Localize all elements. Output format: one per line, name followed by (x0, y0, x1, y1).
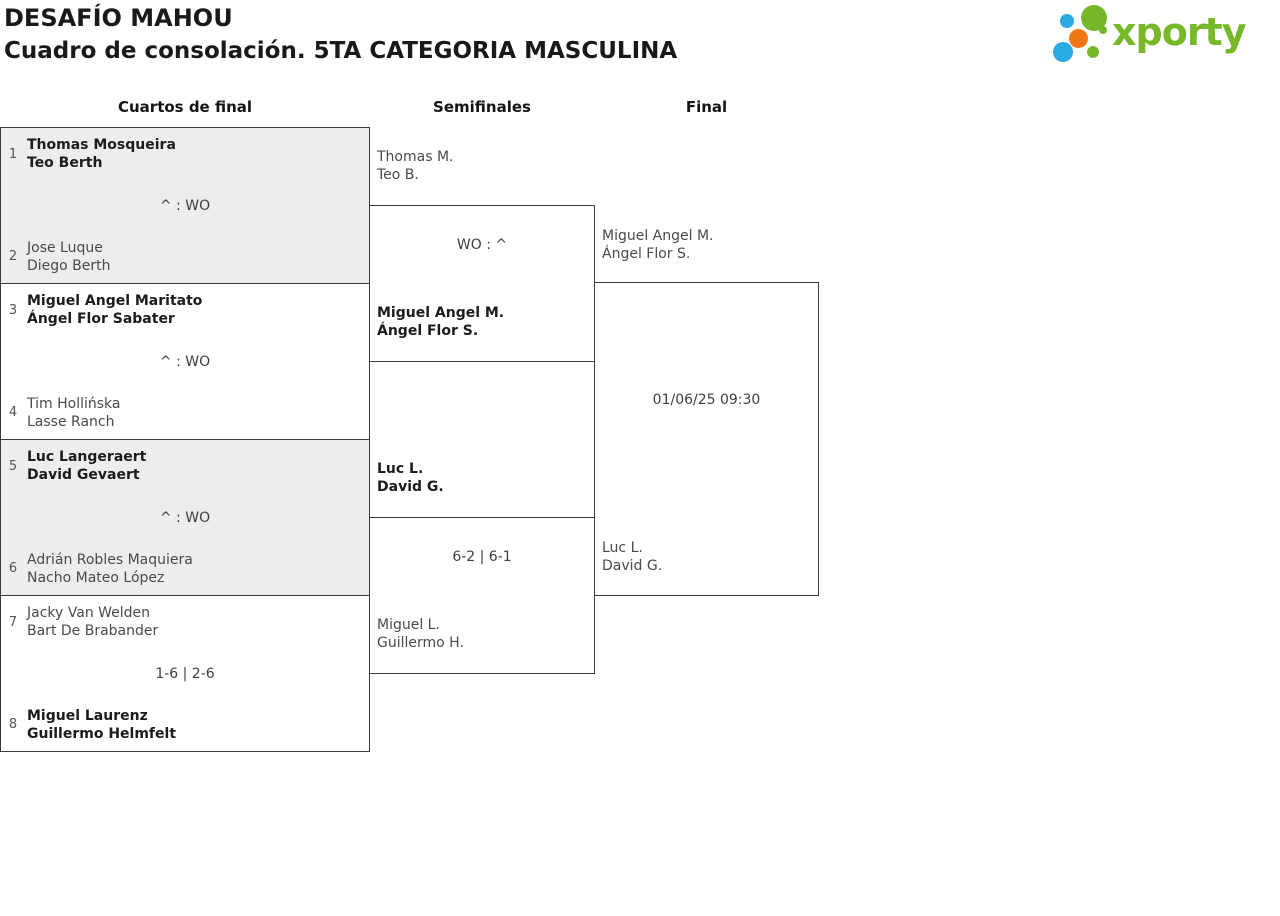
player-name: Adrián Robles Maquiera (27, 552, 193, 568)
seed-number: 7 (8, 615, 18, 630)
qf1-team-top: Thomas Mosqueira Teo Berth (27, 136, 176, 172)
logo-dot-orange (1069, 29, 1088, 48)
player-name: Miguel Laurenz (27, 708, 148, 724)
player-name: Jacky Van Welden (27, 605, 151, 621)
round-header-quarterfinals: Cuartos de final (117, 98, 253, 116)
player-name: Jose Luque (27, 240, 103, 256)
seed-number: 4 (8, 405, 18, 420)
seed-number: 3 (8, 303, 18, 318)
player-name: Tim Hollińska (27, 396, 121, 412)
sf2-team-top: Luc L. David G. (377, 460, 444, 496)
player-name: Miguel Angel Maritato (27, 293, 203, 309)
qf4-team-top: Jacky Van Welden Bart De Brabander (27, 604, 158, 640)
sf1-team-bottom: Miguel Angel M. Ángel Flor S. (377, 304, 504, 340)
qf-match-3-box (0, 439, 370, 596)
qf2-team-top: Miguel Angel Maritato Ángel Flor Sabater (27, 292, 202, 328)
tournament-title: DESAFÍO MAHOU (4, 4, 233, 32)
player-name: David Gevaert (27, 467, 140, 483)
final-team-top: Miguel Angel M. Ángel Flor S. (602, 227, 714, 263)
player-name: Lasse Ranch (27, 414, 115, 430)
player-name: Teo Berth (27, 155, 103, 171)
player-name: Nacho Mateo López (27, 570, 165, 586)
sf1-team-top: Thomas M. Teo B. (377, 148, 453, 184)
player-name: David G. (602, 558, 663, 574)
qf3-team-bottom: Adrián Robles Maquiera Nacho Mateo López (27, 551, 193, 587)
player-name: Diego Berth (27, 258, 111, 274)
player-name: Luc Langeraert (27, 449, 147, 465)
sf2-team-bottom: Miguel L. Guillermo H. (377, 616, 464, 652)
round-header-semifinals: Semifinales (433, 98, 531, 116)
player-name: Bart De Brabander (27, 623, 159, 639)
sf2-score: 6-2 | 6-1 (452, 549, 512, 565)
player-name: Luc L. (377, 461, 424, 477)
logo-dot-blue-small (1060, 14, 1074, 28)
qf-match-1-box (0, 127, 370, 284)
bracket-subtitle: Cuadro de consolación. 5TA CATEGORIA MAS… (4, 38, 678, 64)
player-name: David G. (377, 479, 444, 495)
player-name: Teo B. (377, 167, 419, 183)
xporty-logo[interactable]: xporty (1050, 0, 1280, 75)
qf4-team-bottom: Miguel Laurenz Guillermo Helmfelt (27, 707, 176, 743)
qf1-team-bottom: Jose Luque Diego Berth (27, 239, 111, 275)
qf3-team-top: Luc Langeraert David Gevaert (27, 448, 146, 484)
logo-wordmark: xporty (1112, 10, 1246, 54)
player-name: Ángel Flor Sabater (27, 311, 175, 327)
qf2-score: ^ : WO (159, 354, 211, 370)
logo-dot-blue-large (1053, 42, 1073, 62)
player-name: Ángel Flor S. (377, 323, 479, 339)
qf2-team-bottom: Tim Hollińska Lasse Ranch (27, 395, 120, 431)
seed-number: 8 (8, 717, 18, 732)
player-name: Miguel Angel M. (602, 228, 714, 244)
player-name: Guillermo Helmfelt (27, 726, 177, 742)
logo-dot-green-tiny (1099, 26, 1107, 34)
logo-dot-green-small (1087, 46, 1099, 58)
qf1-score: ^ : WO (159, 198, 211, 214)
seed-number: 1 (8, 147, 18, 162)
qf4-score: 1-6 | 2-6 (155, 666, 215, 682)
round-header-final: Final (685, 98, 728, 116)
player-name: Miguel Angel M. (377, 305, 505, 321)
player-name: Thomas M. (377, 149, 454, 165)
final-team-bottom: Luc L. David G. (602, 539, 662, 575)
qf-match-4-box (0, 595, 370, 752)
player-name: Guillermo H. (377, 635, 464, 651)
final-match-box (594, 282, 819, 596)
seed-number: 2 (8, 249, 18, 264)
player-name: Miguel L. (377, 617, 440, 633)
seed-number: 6 (8, 561, 18, 576)
sf1-score: WO : ^ (456, 237, 508, 253)
qf3-score: ^ : WO (159, 510, 211, 526)
final-schedule: 01/06/25 09:30 (652, 392, 761, 408)
seed-number: 5 (8, 459, 18, 474)
player-name: Thomas Mosqueira (27, 137, 176, 153)
player-name: Luc L. (602, 540, 643, 556)
player-name: Ángel Flor S. (602, 246, 691, 262)
